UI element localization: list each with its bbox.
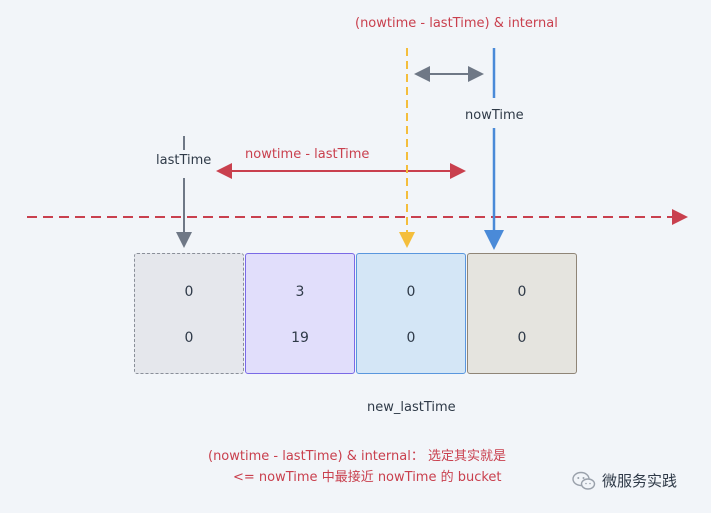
bucket-0: 0 0: [134, 253, 244, 374]
bucket-value-top: 3: [295, 284, 305, 300]
wechat-icon: [572, 471, 596, 490]
last-time-label: lastTime: [156, 153, 212, 168]
footer-line-2: <= nowTime 中最接近 nowTime 的 bucket: [233, 470, 502, 485]
bucket-1: 3 19: [245, 253, 355, 374]
watermark: 微服务实践: [572, 470, 677, 491]
bucket-2: 0 0: [356, 253, 466, 374]
watermark-text: 微服务实践: [602, 472, 678, 490]
bucket-value-bottom: 0: [184, 330, 194, 346]
bucket-value-top: 0: [406, 284, 416, 300]
delta-label: nowtime - lastTime: [245, 147, 370, 162]
now-time-label: nowTime: [465, 108, 524, 123]
top-formula-label: (nowtime - lastTime) & internal: [355, 16, 558, 31]
bucket-value-bottom: 0: [517, 330, 527, 346]
bucket-value-bottom: 19: [291, 330, 309, 346]
bucket-value-bottom: 0: [406, 330, 416, 346]
bucket-value-top: 0: [184, 284, 194, 300]
footer-line-1: (nowtime - lastTime) & internal： 选定其实就是: [208, 449, 506, 464]
bucket-value-top: 0: [517, 284, 527, 300]
new-last-time-label: new_lastTime: [367, 400, 456, 415]
bucket-3: 0 0: [467, 253, 577, 374]
